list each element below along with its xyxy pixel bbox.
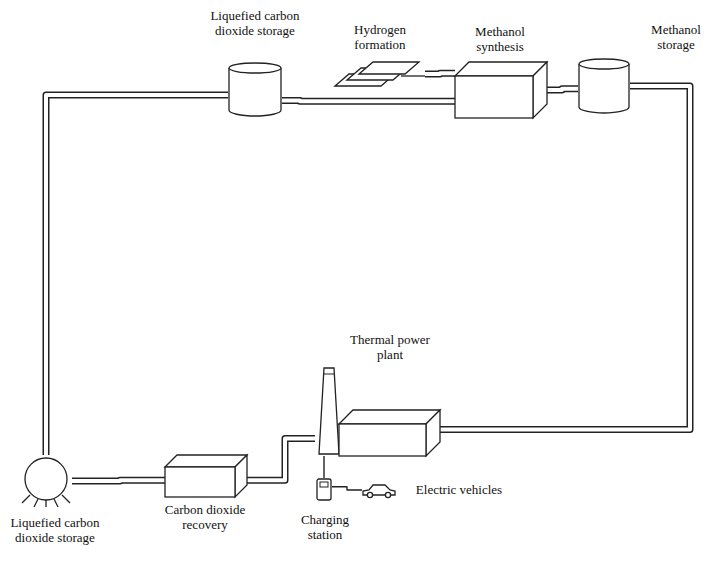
node-label: Methanol storage <box>638 22 714 52</box>
pipe <box>440 86 690 430</box>
pipe-outline <box>547 89 578 90</box>
pipe <box>332 487 362 490</box>
pipe-outline <box>425 70 455 78</box>
pipe-bore <box>547 89 578 90</box>
pipe <box>247 438 315 480</box>
shape-outline <box>578 58 630 114</box>
node-label: Thermal power plant <box>342 332 438 362</box>
node-label: Electric vehicles <box>404 482 514 497</box>
recovery-unit: Carbon dioxide recovery <box>165 455 247 497</box>
pipe-bore <box>440 86 690 430</box>
spherical-tank: Liquefied carbon dioxide storage <box>20 455 72 507</box>
electric-vehicle: Electric vehicles <box>362 482 396 498</box>
pipe-bore <box>46 95 228 455</box>
pipe-outline <box>282 97 455 105</box>
shape-outline <box>315 368 440 456</box>
synthesis-unit: Methanol synthesis <box>455 62 547 118</box>
shape-outline <box>316 478 332 500</box>
node-label: Methanol synthesis <box>455 24 545 54</box>
pipe <box>425 73 455 75</box>
storage-tank: Methanol storage <box>578 58 630 114</box>
power-plant: Thermal power plant <box>315 368 440 456</box>
shape-outline <box>228 62 282 117</box>
node-label: Carbon dioxide recovery <box>150 502 260 532</box>
pipe-outline <box>72 477 165 485</box>
pipe-outline <box>332 487 362 490</box>
node-label: Liquefied carbon dioxide storage <box>205 8 305 38</box>
charging-station: Charging station <box>316 478 332 500</box>
shape-outline <box>20 455 72 507</box>
pipe <box>324 456 325 478</box>
pipe-bore <box>247 438 315 480</box>
pipe-outline <box>440 86 690 430</box>
pipe <box>46 95 228 455</box>
pipe <box>547 89 578 90</box>
node-label: Charging station <box>290 512 360 542</box>
pipe-outline <box>323 456 324 478</box>
shape-outline <box>335 62 425 86</box>
pipe-bore <box>282 99 455 104</box>
shape-outline <box>455 62 547 118</box>
pipe <box>72 480 165 482</box>
pipe-outline <box>247 438 315 480</box>
shape-outline <box>165 455 247 497</box>
pipe <box>282 100 455 102</box>
node-label: Liquefied carbon dioxide storage <box>5 515 105 545</box>
storage-tank: Liquefied carbon dioxide storage <box>228 62 282 117</box>
shape-outline <box>362 482 396 498</box>
pipe-bore <box>425 71 455 76</box>
hydrogen-panels: Hydrogen formation <box>335 62 425 86</box>
node-label: Hydrogen formation <box>340 22 420 52</box>
pipe-bore <box>72 478 165 483</box>
pipe-outline <box>46 95 228 455</box>
